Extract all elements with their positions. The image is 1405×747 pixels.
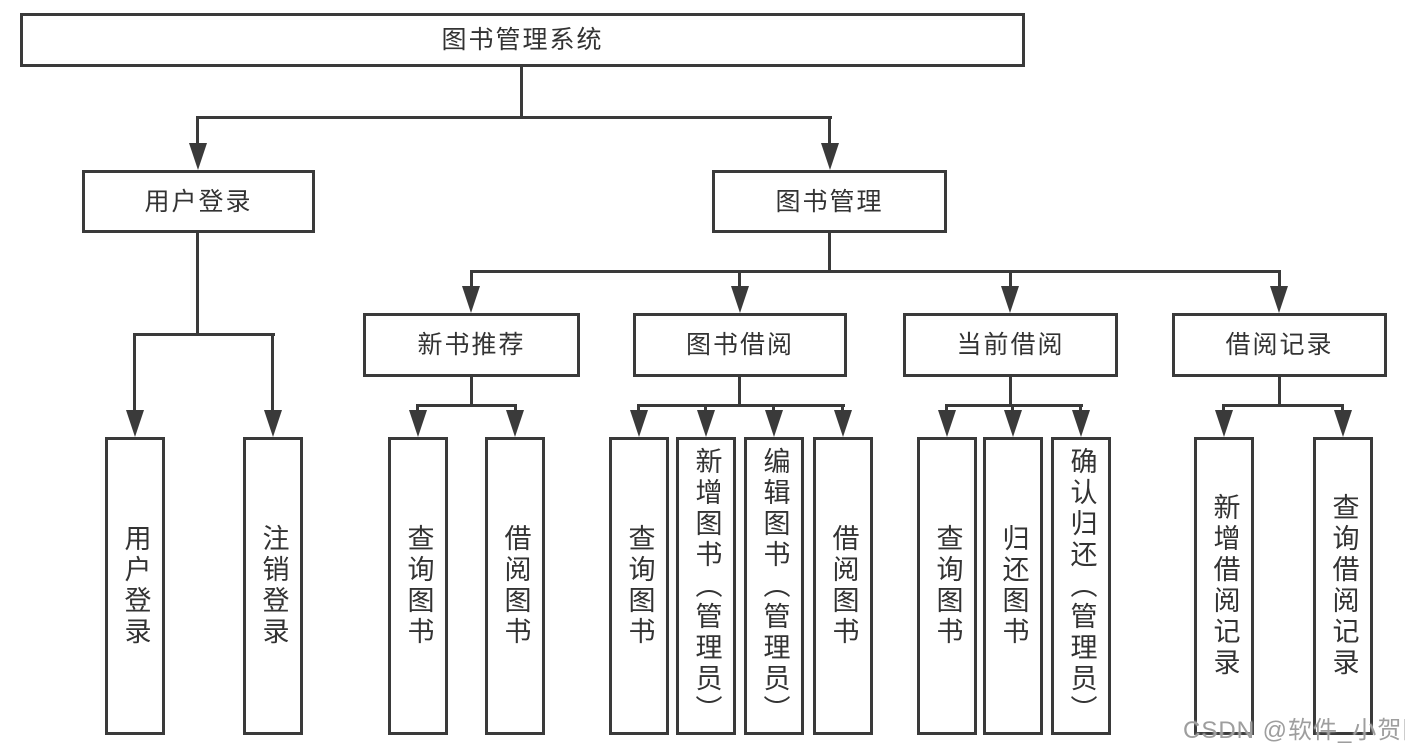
arrowhead-ul-logout	[264, 410, 282, 437]
node-user-login-label: 用户登录	[144, 187, 253, 216]
arrowhead-bw-add	[697, 410, 715, 437]
node-book-management-label: 图书管理	[775, 187, 884, 216]
connector-stub-rc-query	[1341, 404, 1344, 413]
arrowhead-rc-query	[1334, 410, 1352, 437]
node-new-book-recommend: 新书推荐	[363, 313, 580, 377]
connector-bookmgmt-drop	[828, 233, 831, 273]
leaf-borrow-borrow-books: 借阅图书	[813, 437, 873, 735]
node-book-borrow: 图书借阅	[633, 313, 847, 377]
leaf-borrow-borrow-books-label: 借阅图书	[828, 524, 859, 648]
leaf-newbook-borrow-books: 借阅图书	[485, 437, 545, 735]
connector-stub-bw-borrow	[841, 404, 844, 413]
arrowhead-bw-edit	[765, 410, 783, 437]
connector-stub-bw-add	[704, 404, 707, 413]
leaf-records-query-record: 查询借阅记录	[1313, 437, 1373, 735]
leaf-current-confirm-return-label: 确认归还（管理员）	[1066, 446, 1097, 726]
leaf-logout-login-label: 注销登录	[258, 524, 289, 648]
connector-bookmgmt-split	[470, 270, 1281, 273]
leaf-newbook-borrow-books-label: 借阅图书	[500, 524, 531, 648]
leaf-records-add-record-label: 新增借阅记录	[1209, 493, 1240, 679]
node-root-label: 图书管理系统	[441, 26, 604, 54]
node-current-borrow: 当前借阅	[903, 313, 1118, 377]
leaf-user-login-label: 用户登录	[120, 524, 151, 648]
connector-root-drop	[520, 67, 523, 118]
connector-stub-cu-query	[945, 404, 948, 413]
leaf-current-confirm-return: 确认归还（管理员）	[1051, 437, 1111, 735]
leaf-current-query-books: 查询图书	[917, 437, 977, 735]
connector-stub-ul-login	[133, 333, 136, 412]
connector-borrowrecords-split	[1222, 404, 1344, 407]
leaf-newbook-query-books-label: 查询图书	[403, 524, 434, 648]
arrowhead-nb-borrow	[506, 410, 524, 437]
node-book-borrow-label: 图书借阅	[685, 331, 794, 359]
node-borrow-records: 借阅记录	[1172, 313, 1387, 377]
connector-stub-borrowrecords	[1278, 270, 1281, 288]
arrowhead-cu-query	[938, 410, 956, 437]
leaf-borrow-edit-books: 编辑图书（管理员）	[744, 437, 804, 735]
arrowhead-cu-confirm	[1072, 410, 1090, 437]
leaf-borrow-add-books-label: 新增图书（管理员）	[691, 446, 722, 726]
node-borrow-records-label: 借阅记录	[1225, 331, 1334, 359]
connector-userlogin-split	[133, 333, 275, 336]
connector-stub-cu-return	[1011, 404, 1014, 413]
arrowhead-nb-query	[409, 410, 427, 437]
connector-root-split	[196, 116, 832, 119]
arrowhead-user-login	[189, 143, 207, 170]
connector-newbook-drop	[470, 377, 473, 407]
connector-stub-nb-query	[416, 404, 419, 413]
connector-stub-rc-add	[1222, 404, 1225, 413]
leaf-borrow-add-books: 新增图书（管理员）	[676, 437, 736, 735]
leaf-records-query-record-label: 查询借阅记录	[1328, 493, 1359, 679]
arrowhead-currentborrow	[1001, 286, 1019, 313]
leaf-current-return-books: 归还图书	[983, 437, 1043, 735]
connector-stub-bw-query	[637, 404, 640, 413]
csdn-watermark: CSDN @软件_小贺同学	[1183, 717, 1405, 744]
connector-currentborrow-drop	[1009, 377, 1012, 407]
arrowhead-book-mgmt	[821, 143, 839, 170]
arrowhead-borrowrecords	[1270, 286, 1288, 313]
leaf-logout-login: 注销登录	[243, 437, 303, 735]
leaf-current-return-books-label: 归还图书	[998, 524, 1029, 648]
connector-bookborrow-drop	[738, 377, 741, 407]
node-book-management: 图书管理	[712, 170, 947, 233]
leaf-current-query-books-label: 查询图书	[932, 524, 963, 648]
connector-currentborrow-split	[945, 404, 1083, 407]
node-current-borrow-label: 当前借阅	[956, 331, 1065, 359]
connector-stub-nb-borrow	[514, 404, 517, 413]
arrowhead-ul-login	[126, 410, 144, 437]
node-root: 图书管理系统	[20, 13, 1025, 67]
connector-borrowrecords-drop	[1278, 377, 1281, 407]
node-new-book-recommend-label: 新书推荐	[417, 331, 526, 359]
connector-stub-newbook	[470, 270, 473, 288]
connector-stub-bw-edit	[772, 404, 775, 413]
leaf-user-login: 用户登录	[105, 437, 165, 735]
connector-newbook-split	[416, 404, 517, 407]
leaf-borrow-edit-books-label: 编辑图书（管理员）	[759, 446, 790, 726]
connector-stub-bookborrow	[738, 270, 741, 288]
arrowhead-rc-add	[1215, 410, 1233, 437]
connector-bookborrow-split	[637, 404, 845, 407]
leaf-borrow-query-books: 查询图书	[609, 437, 669, 735]
connector-stub-book-mgmt	[828, 116, 831, 146]
leaf-newbook-query-books: 查询图书	[388, 437, 448, 735]
leaf-records-add-record: 新增借阅记录	[1194, 437, 1254, 735]
arrowhead-bw-query	[630, 410, 648, 437]
connector-userlogin-drop	[196, 233, 199, 336]
connector-stub-currentborrow	[1009, 270, 1012, 288]
leaf-borrow-query-books-label: 查询图书	[624, 524, 655, 648]
connector-stub-ul-logout	[271, 333, 274, 412]
connector-stub-user-login	[196, 116, 199, 146]
arrowhead-bookborrow	[731, 286, 749, 313]
arrowhead-bw-borrow	[834, 410, 852, 437]
arrowhead-newbook	[462, 286, 480, 313]
arrowhead-cu-return	[1004, 410, 1022, 437]
node-user-login: 用户登录	[82, 170, 315, 233]
connector-stub-cu-confirm	[1079, 404, 1082, 413]
